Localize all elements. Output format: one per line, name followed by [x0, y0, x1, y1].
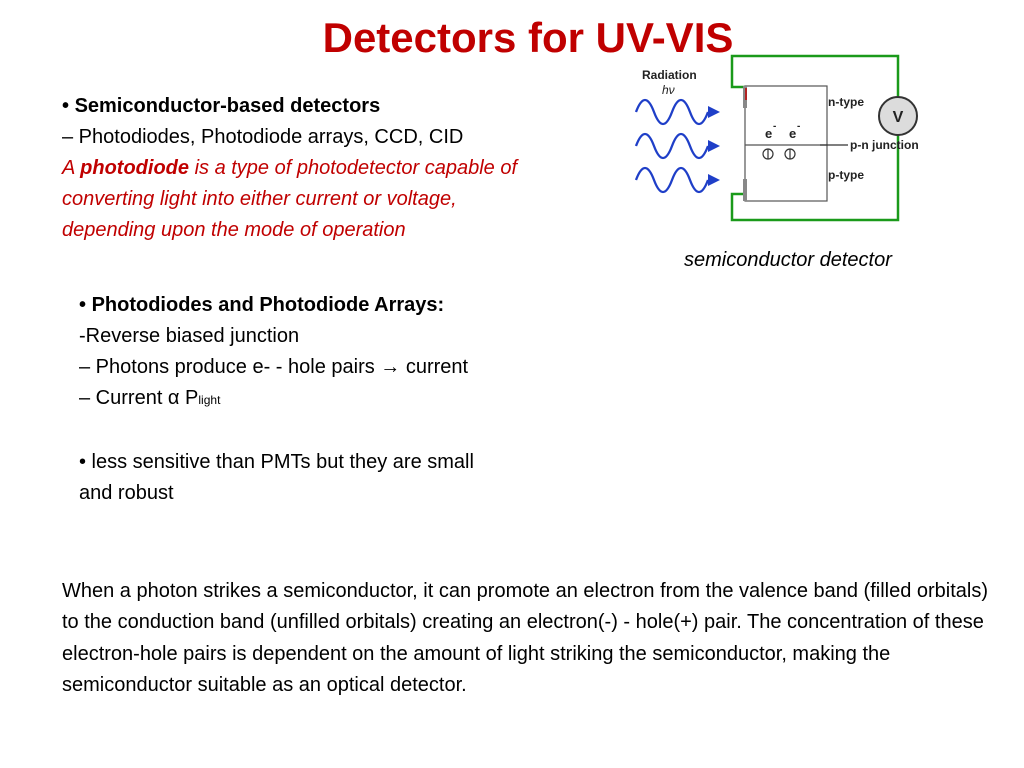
electron-2-charge: -: [797, 121, 800, 132]
photodiodes-heading: • Photodiodes and Photodiode Arrays:: [79, 290, 474, 321]
p-type-label: p-type: [828, 168, 864, 182]
current-line: – Current α Plight: [79, 383, 474, 416]
explanation-paragraph: When a photon strikes a semiconductor, i…: [62, 580, 989, 697]
radiation-label: Radiation: [642, 68, 697, 82]
semiconductor-heading: • Semiconductor-based detectors: [62, 91, 517, 122]
bottom-electrode: [743, 179, 747, 201]
radiation-waves: [634, 98, 710, 194]
current-subscript: light: [198, 393, 221, 407]
circuit-wire: [730, 54, 900, 222]
voltmeter-icon: [878, 96, 918, 136]
semiconductor-section: • Semiconductor-based detectors – Photod…: [62, 91, 517, 246]
photons-line: – Photons produce e- - hole pairs → curr…: [79, 356, 469, 378]
photodiodes-section: • Photodiodes and Photodiode Arrays: -Re…: [79, 290, 474, 509]
semiconductor-detector-diagram: V Radiation hν n-type p-n junction p-typ…: [634, 54, 919, 222]
voltmeter-label: V: [893, 109, 904, 126]
detector-types-line: – Photodiodes, Photodiode arrays, CCD, C…: [62, 126, 464, 148]
hv-label: hν: [662, 83, 675, 97]
def-word: photodiode: [80, 157, 190, 179]
current-main: – Current α P: [79, 387, 199, 409]
sensitivity-line: • less sensitive than PMTs but they are …: [79, 451, 474, 473]
def-a: A: [62, 157, 81, 179]
heading-text: Semiconductor-based detectors: [74, 95, 381, 117]
bullet: •: [62, 95, 75, 117]
robust-line: and robust: [79, 482, 174, 504]
electron-1-charge: -: [773, 121, 776, 132]
heading-text: Photodiodes and Photodiode Arrays:: [91, 294, 445, 316]
photodiode-definition-line1: A photodiode is a type of photodetector …: [62, 153, 517, 184]
reverse-biased-line: -Reverse biased junction: [79, 325, 300, 347]
n-type-label: n-type: [828, 95, 864, 109]
photodiode-definition-line2: converting light into either current or …: [62, 188, 457, 210]
electron-2: e: [789, 126, 796, 141]
def-rest: is a type of photodetector capable of: [189, 157, 518, 179]
slide-title: Detectors for UV-VIS: [322, 14, 734, 61]
electron-1: e: [765, 126, 772, 141]
diagram-caption: semiconductor detector: [684, 249, 892, 271]
semiconductor-block: [744, 85, 828, 202]
pn-junction-label: p-n junction: [850, 138, 919, 152]
photodiode-definition-line3: depending upon the mode of operation: [62, 219, 406, 241]
top-electrode: [743, 86, 747, 108]
hole-icons: [762, 148, 796, 160]
bullet: •: [79, 294, 92, 316]
radiation-arrows: [708, 106, 720, 186]
blank-line: [79, 416, 474, 447]
